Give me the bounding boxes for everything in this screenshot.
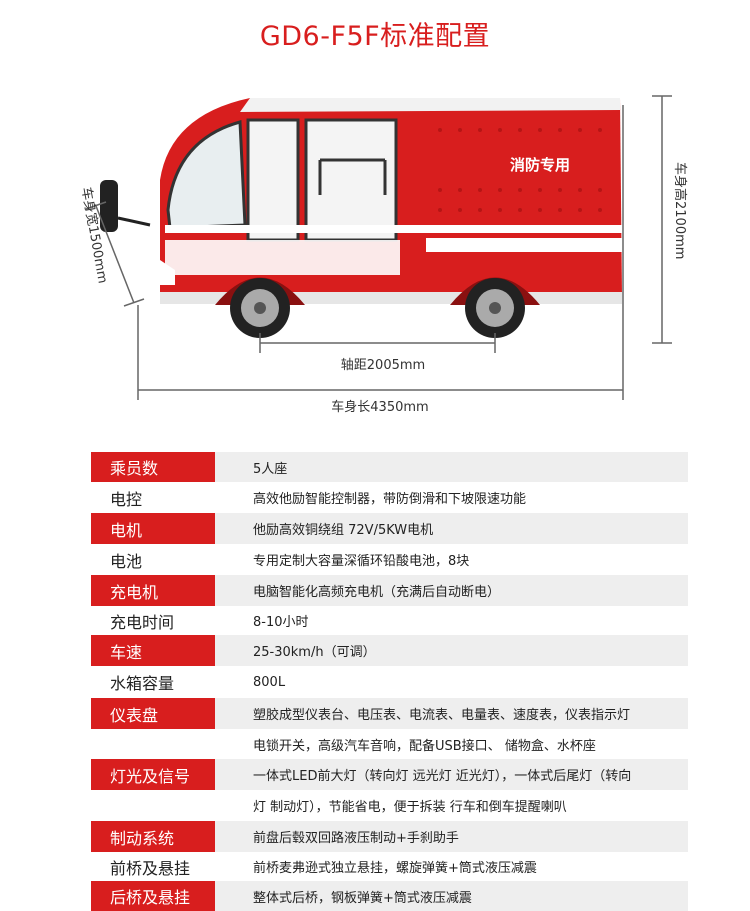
vehicle-dimension-diagram: 消防专用 车身宽1500mm 车身高2100mm 轴距2005mm 车身长435… — [78, 95, 688, 415]
spec-label: 充电机 — [91, 575, 215, 606]
spec-row-front-axle: 前桥及悬挂 前桥麦弗逊式独立悬挂，螺旋弹簧+筒式液压减震 — [91, 852, 688, 881]
spec-row-speed: 车速 25-30km/h（可调） — [91, 635, 688, 666]
spec-value: 整体式后桥，钢板弹簧+筒式液压减震 — [253, 890, 472, 906]
spec-row-motor: 电机 他励高效铜绕组 72V/5KW电机 — [91, 513, 688, 544]
spec-label: 电控 — [110, 489, 143, 509]
spec-value: 电脑智能化高频充电机（充满后自动断电） — [253, 585, 501, 600]
spec-value: 5人座 — [253, 461, 288, 477]
spec-row-battery: 电池 专用定制大容量深循环铅酸电池，8块 — [91, 544, 688, 575]
spec-label: 电机 — [91, 513, 215, 544]
spec-value: 一体式LED前大灯（转向灯 远光灯 近光灯），一体式后尾灯（转向 — [253, 769, 632, 784]
spec-row-brakes: 制动系统 前盘后毂双回路液压制动+手刹助手 — [91, 821, 688, 852]
spec-value: 专用定制大容量深循环铅酸电池，8块 — [253, 554, 470, 569]
spec-value: 800L — [253, 674, 286, 690]
spec-label: 水箱容量 — [110, 674, 175, 693]
spec-row-charger: 充电机 电脑智能化高频充电机（充满后自动断电） — [91, 575, 688, 606]
spec-row-passengers: 乘员数 5人座 — [91, 452, 688, 482]
spec-label: 制动系统 — [91, 821, 215, 852]
spec-label: 前桥及悬挂 — [110, 858, 191, 878]
spec-label: 电池 — [110, 551, 143, 571]
body-height-label: 车身高2100mm — [672, 162, 688, 259]
spec-label: 乘员数 — [91, 452, 215, 482]
spec-label: 仪表盘 — [91, 698, 215, 729]
spec-row-water-tank: 水箱容量 800L — [91, 666, 688, 698]
page-title: GD6-F5F标准配置 — [259, 21, 491, 52]
vehicle-side-label: 消防专用 — [510, 156, 570, 174]
spec-label: 后桥及悬挂 — [91, 881, 215, 911]
spec-row-controller: 电控 高效他励智能控制器，带防倒滑和下坡限速功能 — [91, 482, 688, 513]
spec-label: 充电时间 — [110, 612, 175, 632]
body-length-label: 车身长4350mm — [331, 399, 428, 415]
spec-table: 乘员数 5人座 电控 高效他励智能控制器，带防倒滑和下坡限速功能 电机 他励高效… — [91, 452, 688, 911]
spec-row-charge-time: 充电时间 8-10小时 — [91, 606, 688, 635]
wheelbase-label: 轴距2005mm — [341, 358, 425, 373]
spec-value: 灯 制动灯），节能省电，便于拆装 行车和倒车提醒喇叭 — [253, 800, 567, 815]
spec-value: 8-10小时 — [253, 615, 309, 630]
spec-value: 前盘后毂双回路液压制动+手刹助手 — [253, 831, 459, 846]
spec-row-lights: 灯光及信号 一体式LED前大灯（转向灯 远光灯 近光灯），一体式后尾灯（转向 — [91, 759, 688, 790]
fire-vehicle-illustration: 消防专用 — [100, 98, 622, 338]
spec-value: 塑胶成型仪表台、电压表、电流表、电量表、速度表，仪表指示灯 — [253, 708, 631, 723]
dimension-lines — [85, 95, 672, 400]
spec-label — [91, 729, 215, 759]
spec-value: 电锁开关，高级汽车音响，配备USB接口、 储物盒、水杯座 — [253, 738, 596, 754]
spec-label: 灯光及信号 — [91, 759, 215, 790]
spec-label — [91, 790, 215, 821]
spec-value: 他励高效铜绕组 72V/5KW电机 — [253, 523, 434, 538]
spec-value: 前桥麦弗逊式独立悬挂，螺旋弹簧+筒式液压减震 — [253, 861, 537, 876]
spec-value: 高效他励智能控制器，带防倒滑和下坡限速功能 — [253, 492, 527, 507]
spec-label: 车速 — [91, 635, 215, 666]
spec-row-lights-cont: 灯 制动灯），节能省电，便于拆装 行车和倒车提醒喇叭 — [91, 790, 688, 821]
spec-row-rear-axle: 后桥及悬挂 整体式后桥，钢板弹簧+筒式液压减震 — [91, 881, 688, 911]
spec-row-dashboard-cont: 电锁开关，高级汽车音响，配备USB接口、 储物盒、水杯座 — [91, 729, 688, 759]
spec-value: 25-30km/h（可调） — [253, 645, 376, 660]
spec-row-dashboard: 仪表盘 塑胶成型仪表台、电压表、电流表、电量表、速度表，仪表指示灯 — [91, 698, 688, 729]
